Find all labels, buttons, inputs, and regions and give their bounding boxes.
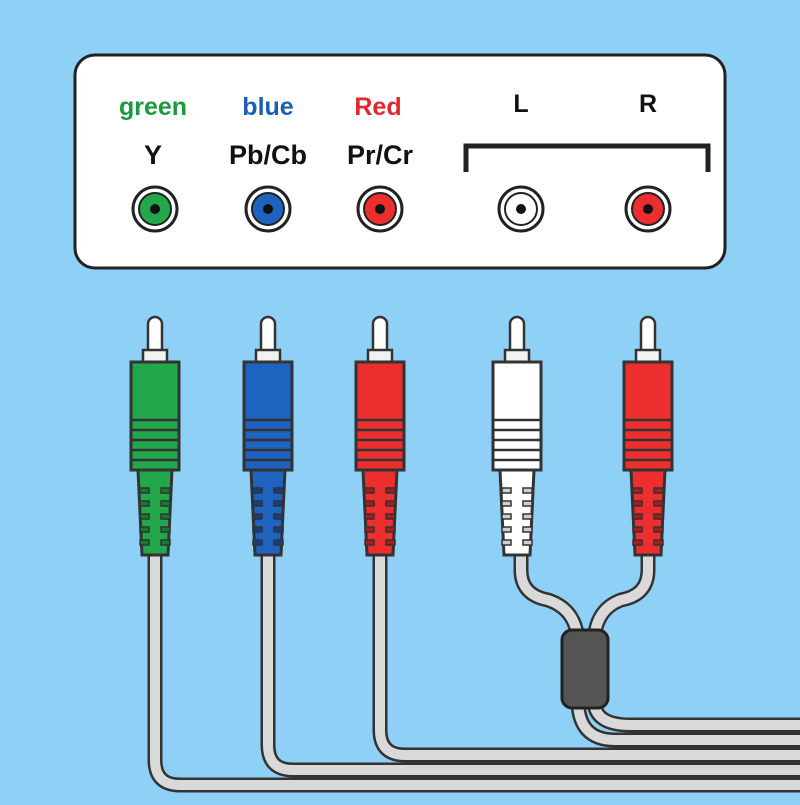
plug-blue-shell <box>242 360 294 472</box>
plug-green-boot-notch-right <box>160 513 171 520</box>
plug-white-boot-notch-right <box>522 539 533 546</box>
cable-splitter <box>560 628 610 710</box>
plug-blue-boot-notch-left <box>252 526 263 533</box>
plug-blue-boot-notch-right <box>273 526 284 533</box>
plug-red-collar <box>366 348 394 364</box>
plug-green-boot-notch-left <box>139 513 150 520</box>
plug-white-boot-notch-right <box>522 500 533 507</box>
plug-blue-boot-notch-right <box>273 487 284 494</box>
cable-blue <box>263 540 800 775</box>
plug-red-audio-boot-notch-left <box>632 487 643 494</box>
audio-bracket <box>463 143 711 172</box>
plug-green-boot-notch-right <box>160 526 171 533</box>
plug-white-boot-notch-right <box>522 487 533 494</box>
port-color-word-blue: blue <box>242 93 294 121</box>
plug-green-boot-notch-right <box>160 487 171 494</box>
plug-red-boot-notch-right <box>385 513 396 520</box>
port-signal-pb-cb: Pb/Cb <box>229 140 307 170</box>
plug-blue-boot-notch-right <box>273 513 284 520</box>
jack-red-hole <box>375 204 385 214</box>
plug-green-boot-notch-left <box>139 526 150 533</box>
plug-red-boot-notch-left <box>364 526 375 533</box>
jack-white-hole <box>516 204 526 214</box>
plug-white <box>491 315 543 557</box>
plug-red-audio-boot-notch-left <box>632 500 643 507</box>
plug-white-boot-notch-left <box>501 513 512 520</box>
plug-red-boot-notch-right <box>385 539 396 546</box>
plug-red-boot-notch-right <box>385 487 396 494</box>
plug-red-boot-notch-right <box>385 526 396 533</box>
plug-green-boot-notch-right <box>160 539 171 546</box>
jack-blue-hole <box>263 204 273 214</box>
jack-green-hole <box>150 204 160 214</box>
plug-red-shell <box>354 360 406 472</box>
connector-panel <box>73 53 727 270</box>
plug-red-boot-notch-left <box>364 513 375 520</box>
plug-blue-boot-notch-right <box>273 539 284 546</box>
plug-blue-boot-notch-right <box>273 500 284 507</box>
cable-audio-right-outline <box>586 537 800 733</box>
plug-green-boot-notch-left <box>139 500 150 507</box>
port-signal-y: Y <box>143 140 163 170</box>
plug-red <box>354 315 406 557</box>
port-color-word-red: Red <box>354 93 402 121</box>
plug-green-boot-notch-left <box>139 539 150 546</box>
cable-audio-right <box>589 540 800 730</box>
plug-blue-collar <box>254 348 282 364</box>
plug-red-audio-boot-notch-right <box>653 513 664 520</box>
plug-red-audio-boot-notch-left <box>632 539 643 546</box>
plug-white-boot-notch-right <box>522 513 533 520</box>
plug-white-boot-notch-left <box>501 487 512 494</box>
audio-right-label: R <box>638 90 658 118</box>
rca-plugs <box>129 315 674 557</box>
plug-blue-boot-notch-left <box>252 500 263 507</box>
plug-green-shell <box>129 360 181 472</box>
plug-blue-boot-notch-left <box>252 539 263 546</box>
plug-red-audio-boot-notch-right <box>653 526 664 533</box>
plug-white-boot-notch-right <box>522 526 533 533</box>
plug-green-collar <box>141 348 169 364</box>
cable-green <box>150 540 800 790</box>
plug-red-audio <box>622 315 674 557</box>
plug-green <box>129 315 181 557</box>
plug-white-collar <box>503 348 531 364</box>
plug-white-boot-notch-left <box>501 539 512 546</box>
jack-red-audio-hole <box>643 204 653 214</box>
plug-red-boot-notch-left <box>364 500 375 507</box>
plug-red-boot-notch-left <box>364 487 375 494</box>
port-color-word-green: green <box>118 93 188 121</box>
plug-white-boot-notch-left <box>501 500 512 507</box>
cable-audio-left <box>516 540 800 745</box>
plug-blue <box>242 315 294 557</box>
audio-left-label: L <box>513 90 529 118</box>
cable-red <box>375 540 800 760</box>
plug-red-audio-boot-notch-right <box>653 487 664 494</box>
plug-green-boot-notch-right <box>160 500 171 507</box>
plug-red-audio-boot-notch-right <box>653 539 664 546</box>
plug-white-shell <box>491 360 543 472</box>
cables <box>147 537 800 793</box>
plug-red-audio-boot-notch-left <box>632 513 643 520</box>
plug-white-boot-notch-left <box>501 526 512 533</box>
panel-jacks <box>131 185 672 233</box>
plug-red-boot-notch-left <box>364 539 375 546</box>
plug-blue-boot-notch-left <box>252 513 263 520</box>
port-signal-pr-cr: Pr/Cr <box>346 140 414 170</box>
plug-red-audio-shell <box>622 360 674 472</box>
plug-red-audio-boot-notch-right <box>653 500 664 507</box>
plug-red-audio-collar <box>634 348 662 364</box>
plug-blue-boot-notch-left <box>252 487 263 494</box>
plug-red-audio-boot-notch-left <box>632 526 643 533</box>
plug-green-boot-notch-left <box>139 487 150 494</box>
plug-red-boot-notch-right <box>385 500 396 507</box>
